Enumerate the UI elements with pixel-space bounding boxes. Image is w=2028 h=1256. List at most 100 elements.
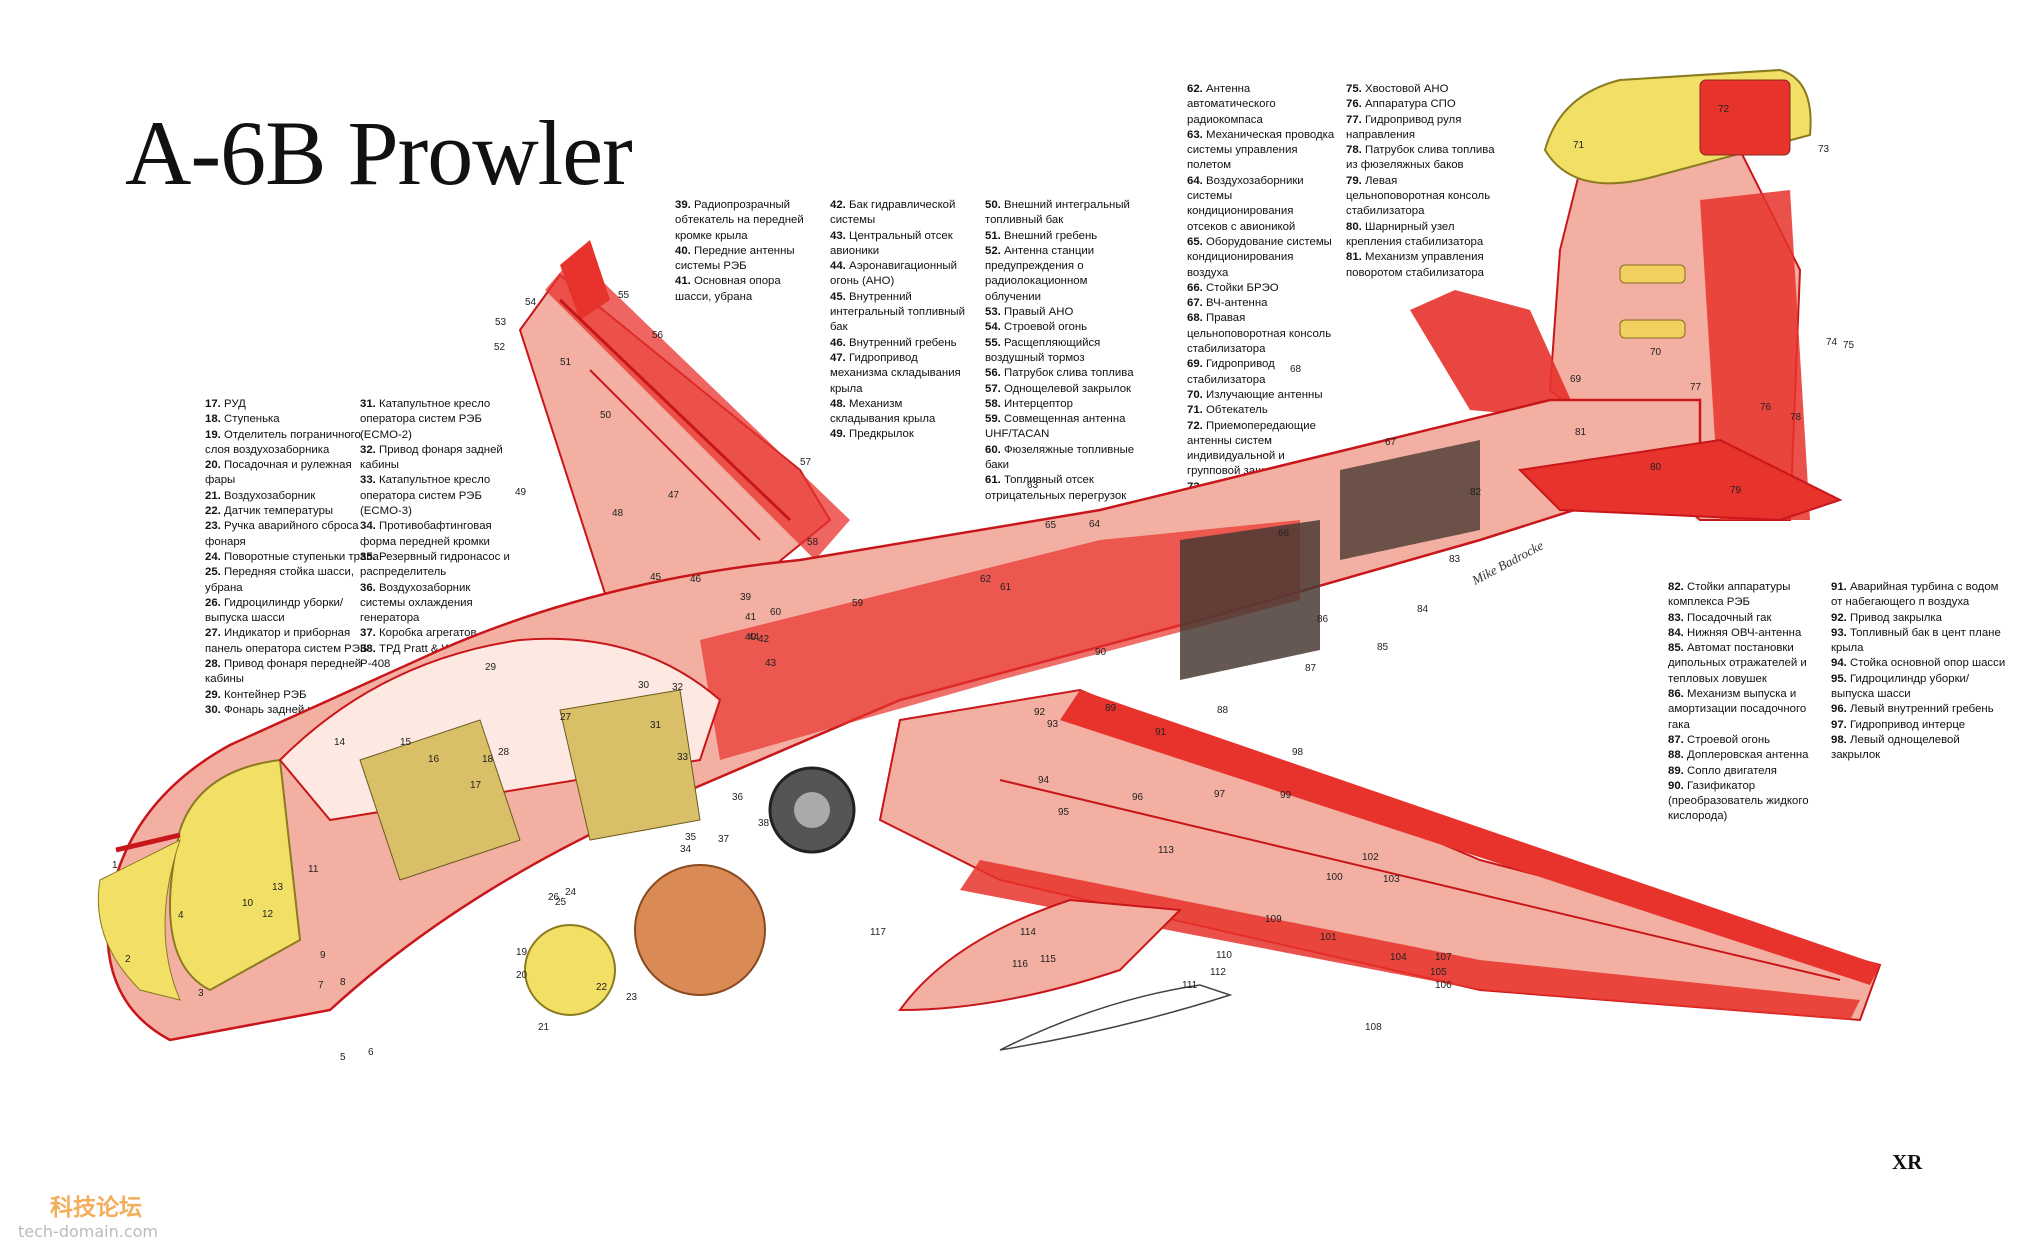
legend-item-text: Коробка агрегатов: [379, 627, 477, 640]
legend-item: 56. Патрубок слива топлива: [985, 366, 1135, 381]
callout-number: 60: [770, 607, 782, 618]
callout-number: 109: [1265, 914, 1282, 925]
legend-item-number: 33.: [360, 474, 376, 487]
callout-number: 4: [178, 910, 184, 921]
legend-item-text: Механическая проводка системы управления…: [1187, 128, 1335, 172]
callout-number: 101: [1320, 932, 1337, 943]
callout-number: 26: [548, 892, 560, 903]
callout-number: 64: [1089, 519, 1101, 530]
legend-item: 68. Правая цельноповоротная консоль стаб…: [1187, 311, 1335, 357]
callout-number: 51: [560, 357, 572, 368]
legend-item-text: Механизм складывания крыла: [830, 397, 936, 426]
callout-number: 62: [980, 574, 992, 585]
legend-item-text: Гидропривод механизма складывания крыла: [830, 351, 961, 395]
legend-item: 71. Обтекатель: [1187, 403, 1335, 418]
legend-item-number: 44.: [830, 260, 846, 273]
legend-item-text: Передние антенны системы РЭБ: [675, 244, 795, 273]
legend-item: 40. Передние антенны системы РЭБ: [675, 244, 815, 275]
callout-number: 49: [515, 487, 527, 498]
legend-item: 54. Строевой огонь: [985, 320, 1135, 335]
legend-item: 72. Приемопередающие антенны систем инди…: [1187, 419, 1335, 480]
callout-number: 102: [1362, 852, 1379, 863]
callout-number: 25: [555, 897, 567, 908]
callout-number: 78: [1790, 412, 1802, 423]
callout-number: 9: [320, 950, 326, 961]
legend-item: 37. Коробка агрегатов: [360, 626, 518, 641]
legend-item-number: 42.: [830, 199, 846, 211]
legend-item: 41. Основная опора шасси, убрана: [675, 274, 815, 305]
callout-number: 88: [1217, 705, 1229, 716]
legend-item-number: 94.: [1831, 657, 1847, 670]
legend-item: 20. Посадочная и рулежная фары: [205, 458, 383, 489]
callout-number: 46: [690, 574, 702, 585]
callout-number: 80: [1650, 462, 1662, 473]
legend-item-number: 24.: [205, 550, 221, 563]
legend-item-text: Привод фонаря передней кабины: [205, 658, 362, 686]
legend-item: 58. Интерцептор: [985, 397, 1135, 412]
left-stabilizer: [1517, 438, 1843, 522]
legend-item: 91. Аварийная турбина с водом от набегаю…: [1831, 580, 2006, 611]
legend-item-text: Совмещенная антенна UHF/TACAN: [985, 413, 1126, 441]
legend-item: 42. Бак гидравлической системы: [830, 198, 975, 229]
fuselage: [97, 398, 1702, 1042]
callout-number: 48: [612, 508, 624, 519]
callout-number: 84: [1417, 604, 1429, 615]
legend-item-text: Радиопрозрачный обтекатель на передней к…: [675, 199, 804, 242]
callout-number: 57: [800, 457, 812, 468]
legend-item-number: 55.: [985, 336, 1001, 349]
callout-number: 87: [1305, 663, 1317, 674]
watermark-cn: 科技论坛: [50, 1195, 142, 1221]
callout-number: 94: [1038, 775, 1050, 786]
legend-item-number: 78.: [1346, 144, 1362, 157]
legend-column-91-98: 91. Аварийная турбина с водом от набегаю…: [1831, 580, 2006, 764]
callout-number: 55: [618, 290, 630, 301]
legend-item-text: Гидропривод руля направления: [1346, 113, 1462, 141]
legend-item-number: 17.: [205, 398, 221, 410]
callout-number: 111: [1182, 980, 1198, 991]
legend-item: 82. Стойки аппаратуры комплекса РЭБ: [1668, 580, 1826, 611]
callout-number: 2: [125, 954, 131, 965]
legend-item-number: 27.: [205, 627, 221, 640]
legend-item-text: Патрубок слива топлива: [1004, 367, 1134, 380]
legend-item-number: 26.: [205, 596, 221, 609]
callout-number: 106: [1435, 980, 1452, 991]
legend-item-text: Газификатор (преобразователь жидкого кис…: [1668, 779, 1809, 823]
legend-item-number: 62.: [1187, 83, 1203, 95]
callout-number: 33: [677, 752, 689, 763]
legend-item-number: 20.: [205, 459, 221, 472]
legend-item: 65. Оборудование системы кондиционирован…: [1187, 235, 1335, 281]
legend-item: 36. Воздухозаборник системы охлаждения г…: [360, 581, 518, 627]
callout-number: 63: [1027, 480, 1039, 491]
legend-item: 69. Гидропривод стабилизатора: [1187, 357, 1335, 388]
legend-item: 92. Привод закрылка: [1831, 611, 2006, 626]
legend-item-number: 76.: [1346, 98, 1362, 111]
legend-item-text: Резервный гидронасос и распределитель: [360, 550, 510, 579]
callout-number: 18: [482, 754, 494, 765]
legend-item: 51. Внешний гребень: [985, 229, 1135, 244]
callout-number: 85: [1377, 642, 1389, 653]
legend-item-text: Датчик температуры: [224, 505, 334, 518]
legend-item: 57. Однощелевой закрылок: [985, 382, 1135, 397]
legend-item: 62. Антенна автоматического радиокомпаса: [1187, 82, 1335, 128]
legend-item-text: Посадочный гак: [1687, 611, 1772, 624]
legend-item: 96. Левый внутренний гребень: [1831, 702, 2006, 717]
legend-item: 79. Левая цельноповоротная консоль стаби…: [1346, 174, 1496, 220]
callout-number: 66: [1278, 528, 1290, 539]
callout-number: 65: [1045, 520, 1057, 531]
legend-item-text: Оборудование системы кондиционирования в…: [1187, 235, 1332, 279]
legend-item: 94. Стойка основной опор шасси: [1831, 656, 2006, 671]
legend-item: 23. Ручка аварийного сброса фонаря: [205, 519, 383, 550]
callout-number: 34: [680, 844, 692, 855]
legend-item-text: Строевой огонь: [1687, 733, 1771, 746]
legend-item-text: Гидропривод интерце: [1850, 718, 1966, 731]
legend-item-number: 38.: [360, 642, 376, 655]
legend-item-number: 69.: [1187, 358, 1203, 371]
legend-item-number: 49.: [830, 428, 846, 441]
legend-item-number: 87.: [1668, 733, 1684, 746]
legend-item-text: Привод фонаря задней кабины: [360, 443, 503, 472]
callout-number: 7: [318, 980, 324, 991]
legend-item: 26. Гидроцилиндр уборки/выпуска шасси: [205, 596, 383, 627]
legend-item: 78. Патрубок слива топлива из фюзеляжных…: [1346, 143, 1496, 174]
callout-number: 23: [626, 992, 638, 1003]
